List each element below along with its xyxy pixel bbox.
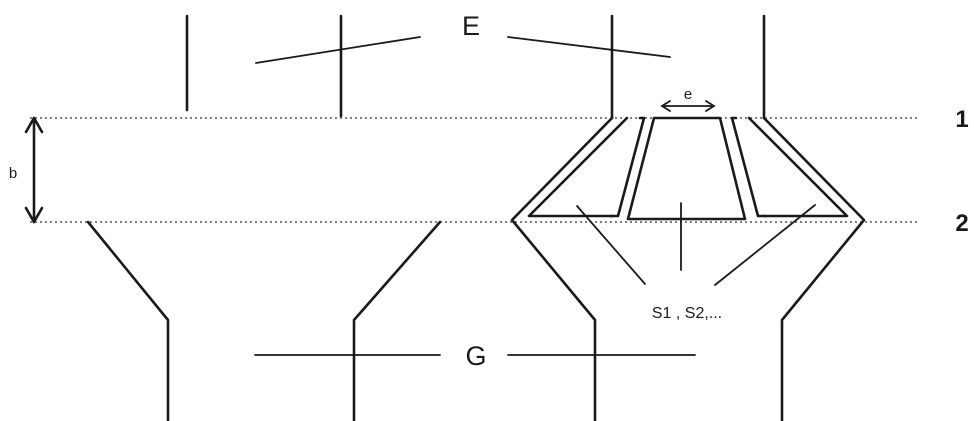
height-label: b	[9, 165, 17, 182]
width-arrow-left	[660, 100, 671, 112]
slots-label: S1 , S2,...	[652, 305, 722, 322]
left-lower-wall-right	[352, 220, 442, 421]
width-arrow-right	[705, 100, 716, 112]
left-channel-inner	[608, 116, 646, 218]
right-channel-inner	[730, 116, 768, 218]
level-2-label: 2	[955, 210, 968, 237]
height-arrow-bottom	[24, 206, 44, 224]
bottom-label: G	[465, 341, 486, 371]
e-leader-left	[255, 36, 421, 64]
height-arrow-top	[24, 116, 44, 134]
left-channel-wall	[527, 116, 629, 218]
level-1-label: 1	[955, 106, 968, 133]
left-lower-wall-left	[86, 220, 170, 421]
central-core	[626, 116, 747, 221]
right-hull-right	[762, 116, 866, 421]
width-label: e	[684, 86, 692, 103]
e-leader-right	[507, 36, 671, 58]
right-channel-wall	[747, 116, 849, 218]
slot-leader-left	[576, 205, 646, 285]
top-label: E	[462, 11, 480, 41]
slot-leader-right	[714, 204, 816, 286]
right-hull-left	[510, 116, 614, 421]
